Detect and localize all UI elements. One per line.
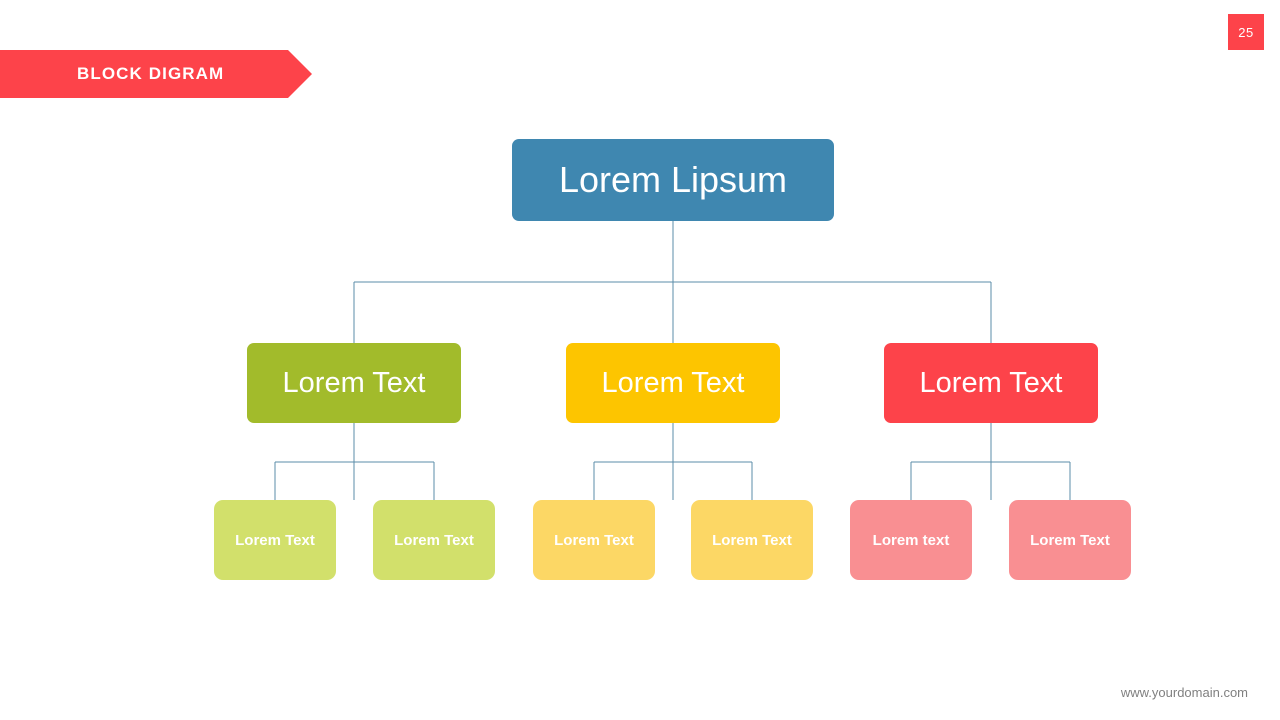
node-leaf-2-1[interactable]: Lorem Text: [1009, 500, 1131, 580]
node-leaf-1-1[interactable]: Lorem Text: [691, 500, 813, 580]
footer-url: www.yourdomain.com: [1120, 685, 1248, 700]
node-branch-0[interactable]: Lorem Text: [247, 343, 461, 423]
node-branch-2[interactable]: Lorem Text: [884, 343, 1098, 423]
title-banner: BLOCK DIGRAM: [0, 50, 312, 98]
node-branch-1[interactable]: Lorem Text: [566, 343, 780, 423]
page-number-badge: 25: [1228, 14, 1264, 50]
node-root[interactable]: Lorem Lipsum: [512, 139, 834, 221]
node-leaf-0-1[interactable]: Lorem Text: [373, 500, 495, 580]
node-leaf-2-0[interactable]: Lorem text: [850, 500, 972, 580]
banner-arrow-shape: [0, 50, 312, 98]
node-leaf-1-0[interactable]: Lorem Text: [533, 500, 655, 580]
page-title: BLOCK DIGRAM: [77, 64, 225, 83]
node-leaf-0-0[interactable]: Lorem Text: [214, 500, 336, 580]
